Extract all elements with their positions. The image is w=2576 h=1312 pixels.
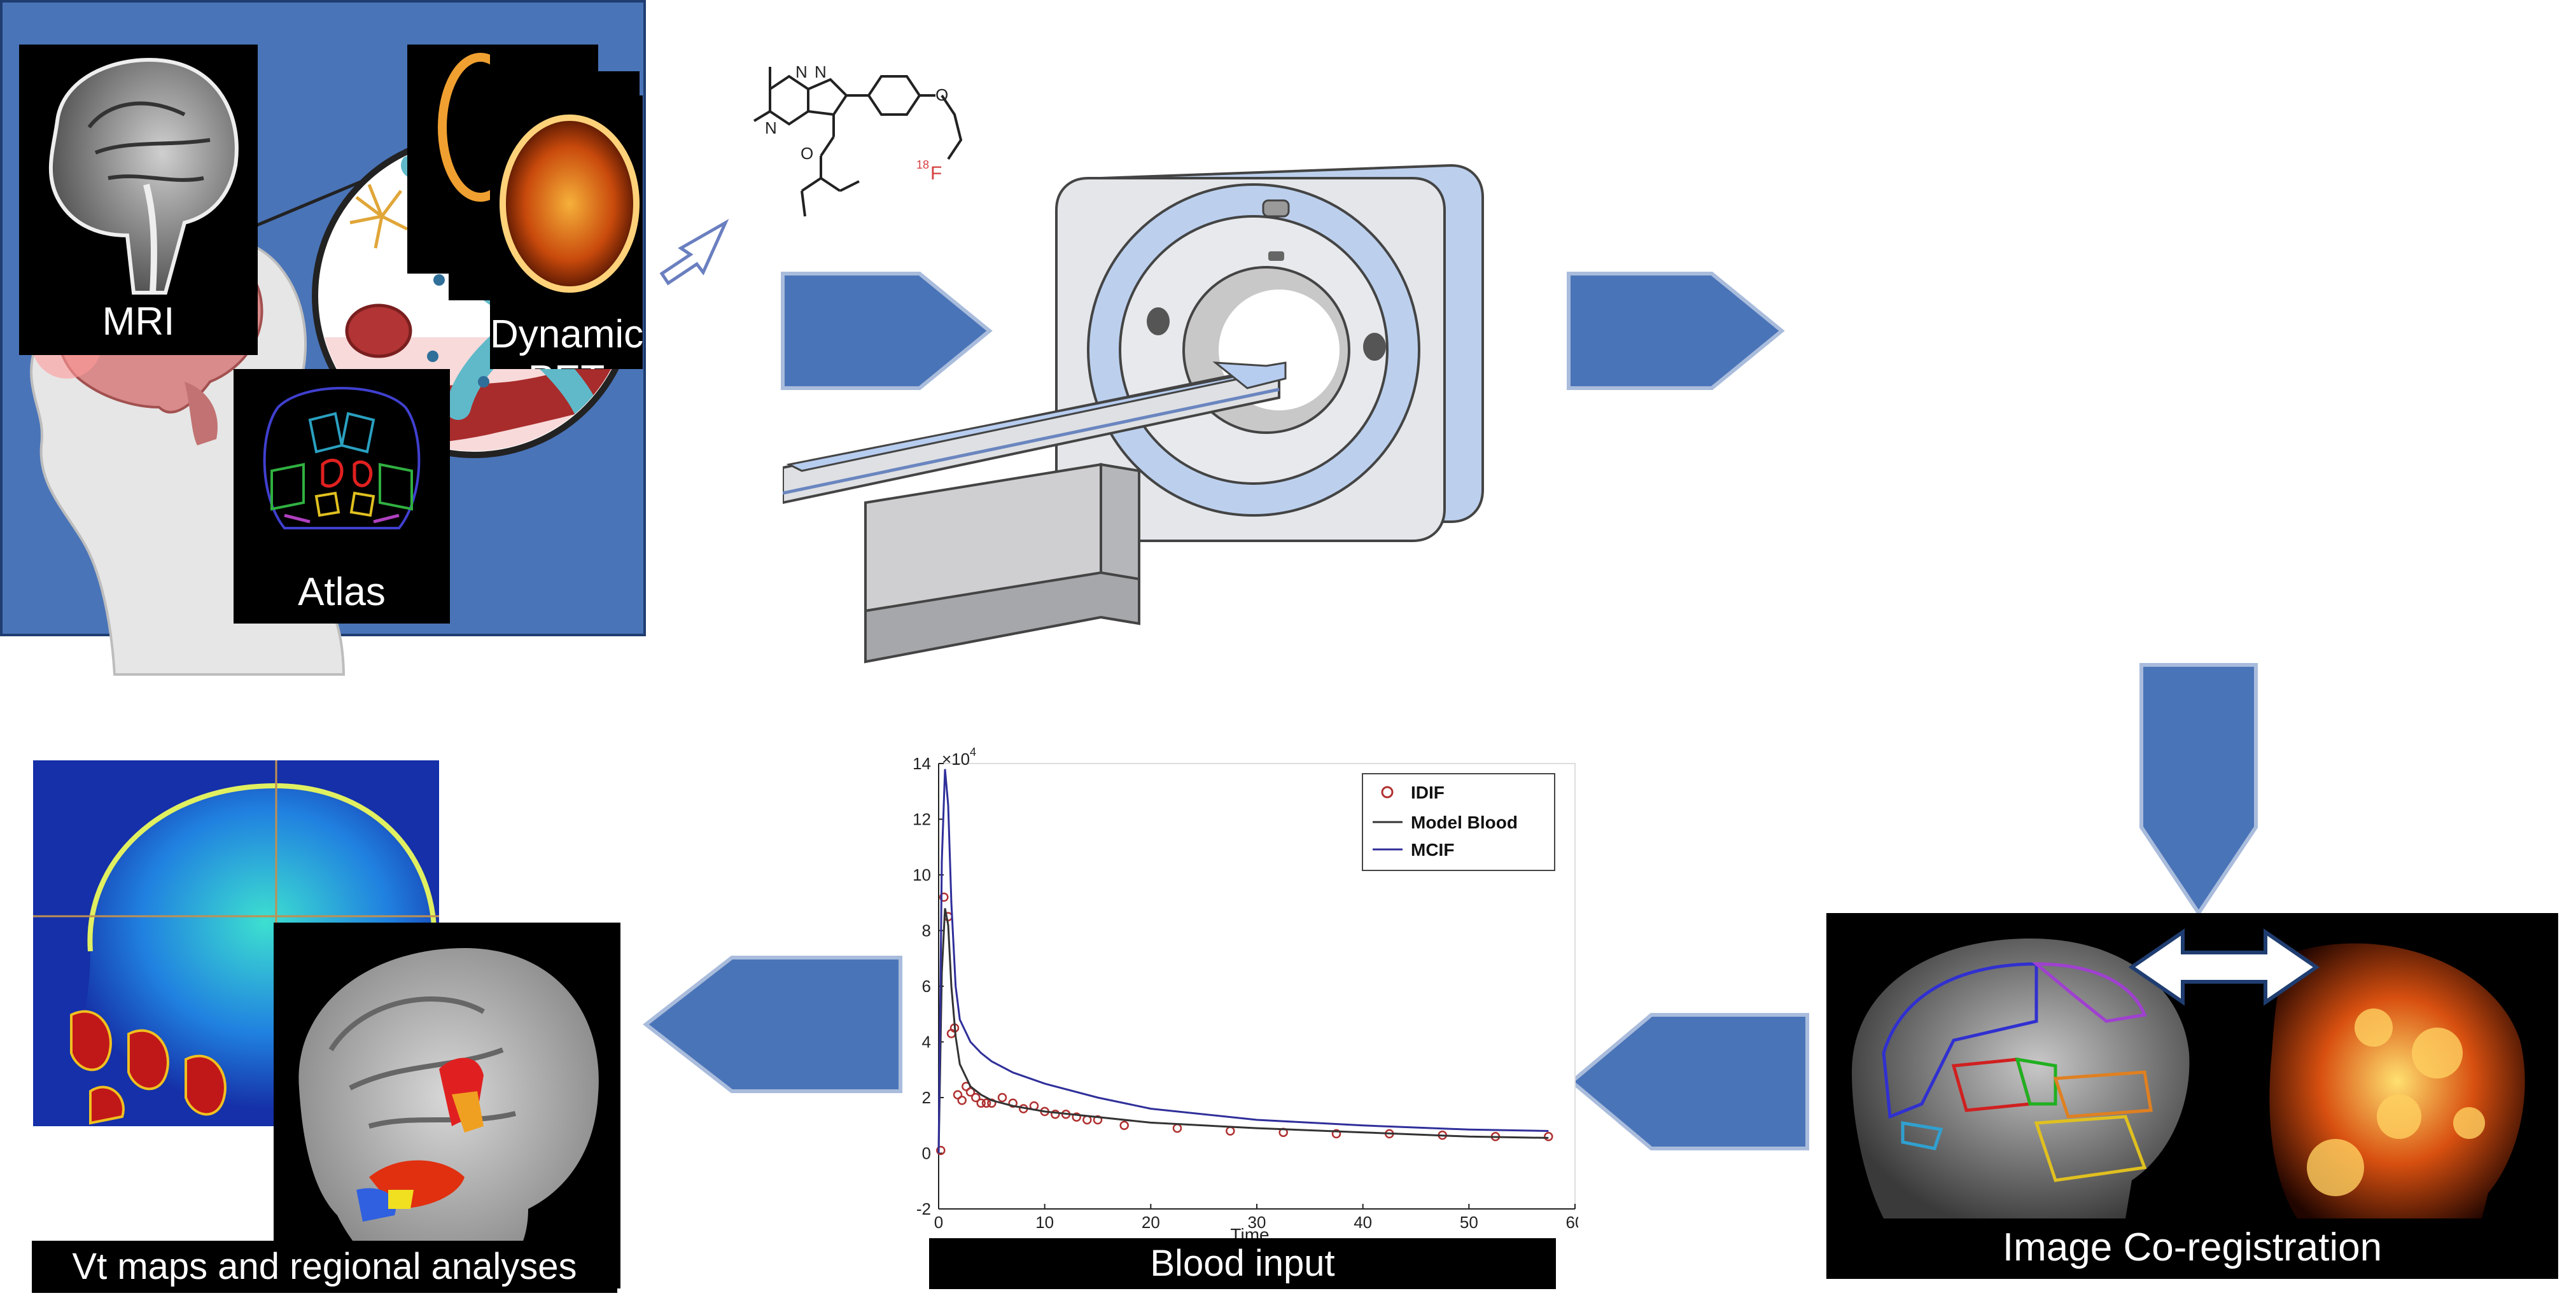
x-tick-label: 40 bbox=[1354, 1213, 1372, 1232]
series-point-idif bbox=[965, 1087, 976, 1097]
series-point-idif bbox=[936, 1145, 946, 1155]
series-point-idif bbox=[1544, 1132, 1553, 1141]
legend-mcif-label: MCIF bbox=[1411, 840, 1454, 860]
series-point-idif bbox=[1051, 1110, 1060, 1119]
chart-legend: IDIF Model Blood MCIF bbox=[1362, 773, 1555, 871]
pet-frame-edges bbox=[438, 53, 490, 202]
coregistration-panel: Image Co-registration bbox=[1826, 913, 2558, 1279]
y-tick-label: 0 bbox=[922, 1144, 931, 1163]
y-tick-label: 2 bbox=[922, 1088, 931, 1107]
series-point-idif bbox=[957, 1096, 967, 1105]
atlas-image: Atlas bbox=[234, 369, 450, 624]
mri-label: MRI bbox=[102, 300, 175, 344]
blood-input-label: Blood input bbox=[929, 1238, 1556, 1289]
series-point-idif bbox=[997, 1092, 1007, 1103]
y-tick-label: 10 bbox=[913, 865, 931, 884]
series-point-idif bbox=[976, 1098, 986, 1108]
arrow-right-1 bbox=[781, 272, 993, 390]
x-tick-label: 0 bbox=[934, 1213, 943, 1232]
arrow-left-1 bbox=[1569, 1013, 1809, 1150]
atom-o1: O bbox=[935, 85, 948, 104]
series-point-idif bbox=[953, 1090, 963, 1099]
series-line-mcif bbox=[937, 769, 1549, 1154]
series-point-idif bbox=[1093, 1115, 1103, 1125]
y-tick-label: 8 bbox=[922, 921, 931, 940]
x-tick-label: 50 bbox=[1460, 1213, 1478, 1232]
x-tick-label: 30 bbox=[1248, 1213, 1266, 1232]
pet-scanner-illustration bbox=[783, 164, 1484, 664]
atlas-label: Atlas bbox=[298, 570, 386, 614]
atom-o2: O bbox=[801, 144, 813, 163]
series-point-idif bbox=[1331, 1129, 1341, 1139]
coregistration-graphic bbox=[1852, 928, 2525, 1218]
chart-series bbox=[936, 769, 1553, 1155]
tracer-molecule: N N N O O 18 F bbox=[753, 62, 963, 217]
y-exponent-base: ×10 bbox=[942, 750, 970, 769]
y-tick-label: 4 bbox=[922, 1033, 931, 1052]
y-exponent-power: 4 bbox=[970, 746, 976, 758]
series-line-model-blood bbox=[937, 908, 1549, 1154]
series-point-idif bbox=[971, 1092, 981, 1103]
y-tick-label: 6 bbox=[922, 977, 931, 996]
mri-image: MRI bbox=[19, 45, 258, 355]
isotope-mass: 18 bbox=[916, 158, 929, 171]
series-point-idif bbox=[1008, 1098, 1018, 1108]
atom-n1: N bbox=[795, 62, 808, 81]
raw-data-title: Raw data inputs bbox=[1146, 6, 1430, 50]
regional-overlay-graphic bbox=[298, 948, 599, 1279]
atom-n2: N bbox=[815, 62, 827, 81]
arrow-down bbox=[2139, 663, 2258, 916]
y-tick-label: 12 bbox=[913, 810, 931, 829]
vt-maps-label: Vt maps and regional analyses bbox=[32, 1241, 617, 1293]
x-tick-label: 10 bbox=[1035, 1213, 1054, 1232]
legend-model-blood-label: Model Blood bbox=[1411, 813, 1518, 832]
dynamic-pet-image: Dynamic PET bbox=[490, 95, 643, 369]
atom-n3: N bbox=[765, 118, 777, 137]
atlas-outline-graphic bbox=[263, 387, 421, 529]
dynamic-pet-label: Dynamic PET bbox=[490, 312, 643, 369]
vt-regional-overlay bbox=[274, 923, 620, 1288]
series-point-idif bbox=[981, 1098, 991, 1108]
arrow-right-2 bbox=[1567, 272, 1785, 390]
legend-idif-marker bbox=[1381, 786, 1394, 799]
coregistration-label: Image Co-registration bbox=[2002, 1225, 2383, 1269]
series-point-idif bbox=[939, 892, 949, 902]
y-tick-label: 14 bbox=[913, 754, 931, 773]
mri-sagittal-graphic bbox=[48, 58, 239, 295]
isotope-symbol: F bbox=[930, 163, 942, 184]
x-tick-label: 60 bbox=[1566, 1213, 1578, 1232]
pet-axial-graphic bbox=[500, 115, 640, 293]
y-tick-label: -2 bbox=[916, 1199, 931, 1218]
series-point-idif bbox=[1119, 1120, 1129, 1131]
series-point-idif bbox=[1072, 1112, 1081, 1122]
legend-idif-label: IDIF bbox=[1411, 783, 1445, 802]
arrow-left-2 bbox=[643, 956, 902, 1093]
x-tick-label: 20 bbox=[1142, 1213, 1160, 1232]
